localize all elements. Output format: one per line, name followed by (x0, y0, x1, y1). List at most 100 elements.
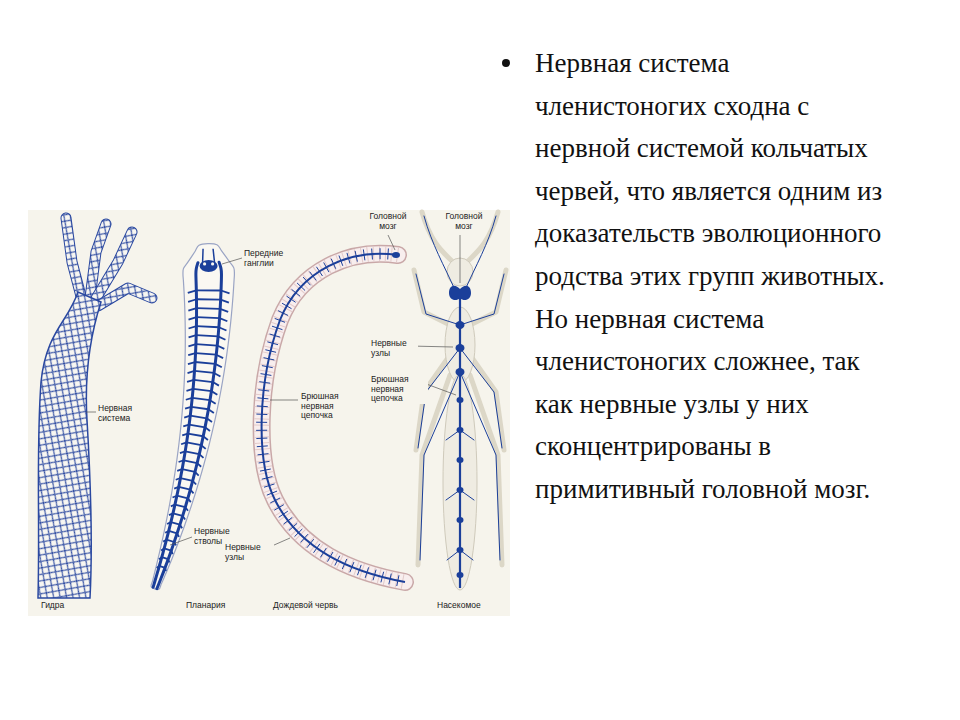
nerve-commissure (159, 566, 165, 568)
nerve-commissure (177, 533, 179, 536)
segment-nerve (357, 565, 361, 575)
segment-nerve (371, 249, 373, 260)
nerve-commissure (193, 481, 196, 485)
leader-lines (86, 235, 460, 549)
part-label: Нервная система (97, 404, 153, 423)
segment-nerve (314, 544, 320, 553)
nerve-commissure (186, 389, 193, 391)
nerve-commissure (190, 416, 207, 419)
nerve-commissure (187, 380, 194, 382)
segment-nerve (355, 251, 357, 262)
segment-nerve (381, 572, 384, 583)
nerve-commissure (184, 416, 190, 418)
segment-nerve (256, 422, 267, 423)
part-label: Головной мозг (366, 212, 410, 231)
nerve-commissure (205, 427, 210, 431)
segment-nerve (387, 248, 389, 259)
nerve-commissure (210, 400, 216, 404)
segment-nerve (259, 382, 270, 384)
segment-nerve (342, 559, 347, 569)
nerve-commissure (216, 355, 223, 358)
nerve-commissure (213, 382, 219, 386)
nerve-commissure (185, 451, 199, 454)
part-label: Брюшная нервная цепочка (300, 392, 358, 421)
nerve-commissure (188, 362, 195, 364)
segment-nerve (303, 277, 310, 285)
nerve-commissure (188, 344, 195, 346)
nerve-commissure (207, 418, 212, 422)
ganglion-highlight (211, 262, 214, 265)
segment-nerve (373, 570, 376, 581)
nerve-commissure (171, 551, 172, 554)
nerve-commissure (220, 309, 228, 312)
segment-nerve (256, 430, 267, 431)
nerve-commissure (173, 513, 183, 516)
segment-nerve (347, 253, 350, 264)
nerve-commissure (196, 335, 218, 336)
segment-nerve (397, 575, 399, 586)
nerve-commissure (196, 344, 217, 345)
earthworm-figure (256, 248, 405, 586)
segment-nerve (274, 505, 284, 511)
nerve-commissure (194, 380, 213, 382)
figure-caption: Насекомое (436, 601, 482, 611)
segment-nerve (331, 259, 336, 269)
nerve-commissure (157, 566, 160, 568)
nerve-commissure (168, 559, 169, 562)
segment-nerve (262, 366, 273, 368)
nerve-commissure (188, 498, 191, 502)
nerve-commissure (193, 389, 211, 391)
nerve-commissure (203, 436, 208, 440)
nerve-commissure (208, 409, 213, 413)
nerve-commissure (162, 557, 168, 559)
segment-nerve (265, 350, 276, 353)
figure-caption: Дождевой червь (272, 601, 339, 611)
nerve-commissure (164, 568, 167, 571)
nerve-commissure (199, 454, 203, 458)
segment-nerve (320, 548, 326, 557)
nerve-commissure (191, 407, 208, 409)
segment-nerve (284, 517, 293, 524)
segment-nerve (256, 438, 267, 439)
part-label: Нервные узлы (370, 339, 418, 358)
nerve-commissure (189, 335, 197, 337)
segment-nerve (324, 262, 329, 272)
segment-nerve (264, 358, 275, 360)
nerve-commissure (180, 451, 185, 453)
nerve-commissure (188, 290, 197, 293)
segment-nerve (350, 562, 354, 572)
ganglion-highlight (203, 262, 206, 265)
nerve-commissure (171, 505, 175, 507)
segment-nerve (328, 552, 333, 562)
nerve-commissure (173, 496, 177, 498)
nerve-commissure (215, 364, 222, 367)
nerve-commissure (195, 371, 215, 373)
nerve-commissure (189, 326, 197, 328)
figure-caption: Гидра (40, 601, 65, 611)
figure-caption: Планария (185, 601, 226, 611)
nerve-commissure (189, 425, 205, 428)
part-label: Нервные узлы (224, 543, 274, 562)
nerve-commissure (195, 472, 199, 476)
segment-nerve (262, 477, 273, 480)
nerve-commissure (188, 299, 196, 302)
segment-nerve (278, 311, 288, 316)
bullet-dot (502, 59, 510, 67)
segment-nerve (380, 248, 381, 259)
segment-nerve (297, 283, 305, 291)
segment-nerve (270, 334, 281, 337)
segment-nerve (365, 567, 368, 577)
nerve-commissure (171, 522, 180, 525)
nerve-commissure (196, 353, 217, 355)
segment-nerve (272, 326, 282, 329)
nerve-commissure (181, 442, 186, 444)
segment-nerve (295, 529, 303, 537)
nerve-commissure (189, 317, 197, 319)
segment-nerve (260, 469, 271, 471)
head-nerve (203, 249, 215, 263)
part-label: Головной мозг (441, 212, 487, 231)
figure-ground (28, 210, 510, 616)
nerve-commissure (211, 391, 217, 395)
segment-nerve (279, 511, 288, 517)
